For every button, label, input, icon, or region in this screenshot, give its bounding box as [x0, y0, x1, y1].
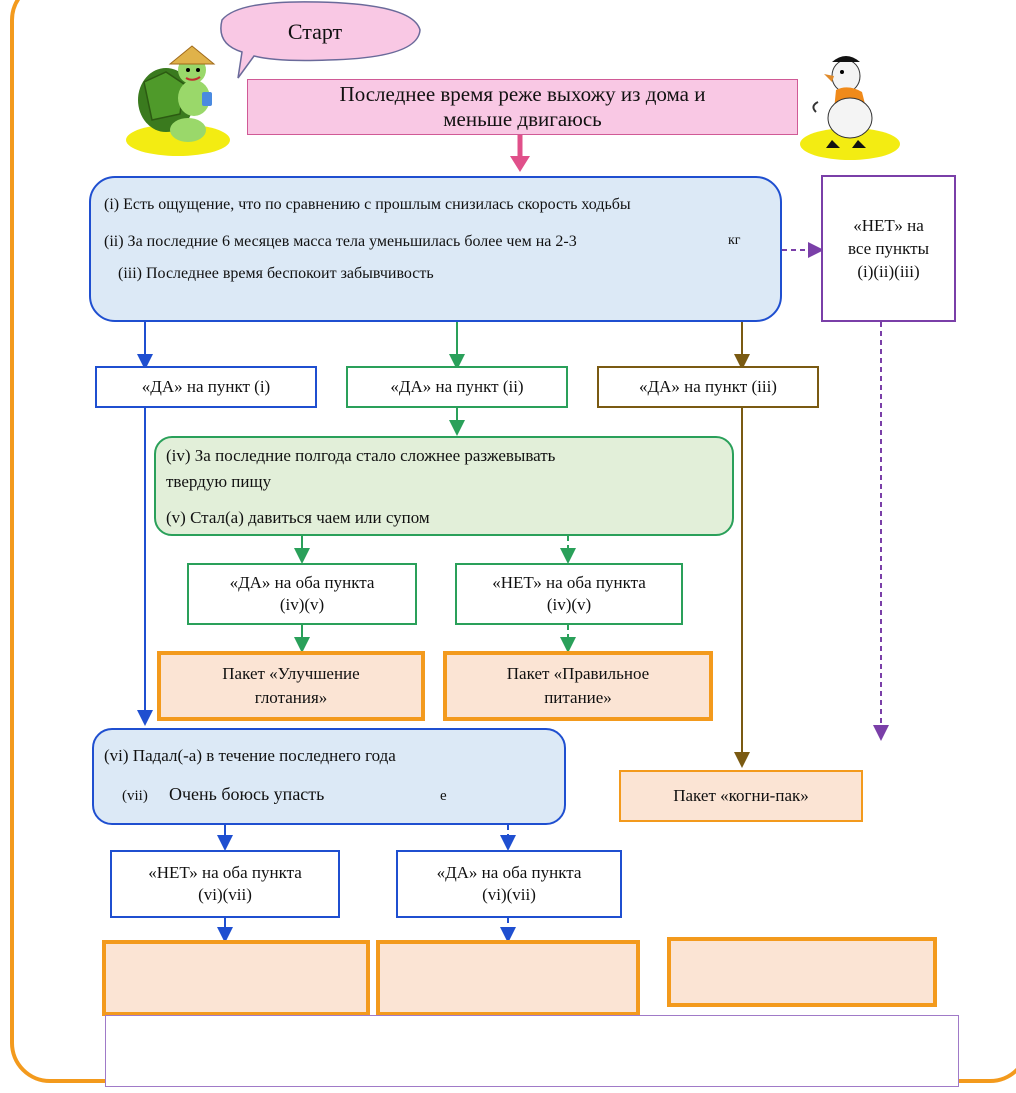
no-all-box: «НЕТ» на все пункты (i)(ii)(iii)	[821, 175, 956, 322]
question-v: (v) Стал(а) давиться чаем или супом	[166, 508, 430, 527]
arrowhead-start	[510, 156, 530, 172]
question-group-1	[89, 176, 782, 322]
package-nutrition-line-1: Пакет «Правильное	[506, 664, 650, 683]
top-statement-box: Последнее время реже выхожу из дома и ме…	[247, 79, 798, 135]
package-swallow-line-1: Пакет «Улучшение	[222, 664, 360, 683]
yes-both-67-box: «ДА» на оба пункта (vi)(vii)	[396, 850, 622, 918]
yes-both-45-line-2: (iv)(v)	[279, 595, 325, 614]
package-swallow-box: Пакет «Улучшение глотания»	[157, 651, 425, 721]
question-vii-suffix: е	[440, 788, 447, 804]
question-ii: (ii) За последние 6 месяцев масса тела у…	[104, 233, 577, 250]
yes-both-45-box: «ДА» на оба пункта (iv)(v)	[187, 563, 417, 625]
question-iv-line-1: (iv) За последние полгода стало сложнее …	[166, 446, 556, 465]
question-iii: (iii) Последнее время беспокоит забывчив…	[118, 265, 434, 282]
yes-ii-box: «ДА» на пункт (ii)	[346, 366, 568, 408]
yes-both-67-line-1: «ДА» на оба пункта	[436, 863, 582, 882]
question-vii: Очень боюсь упасть	[169, 784, 325, 804]
question-vi: (vi) Падал(-а) в течение последнего года	[104, 746, 396, 765]
top-statement-line-2: меньше двигаюсь	[443, 107, 602, 131]
result-box-3	[667, 937, 937, 1007]
result-box-2	[376, 940, 640, 1016]
no-both-45-box: «НЕТ» на оба пункта (iv)(v)	[455, 563, 683, 625]
yes-iii-box: «ДА» на пункт (iii)	[597, 366, 819, 408]
question-ii-unit: кг	[728, 233, 741, 248]
start-bubble-shape	[220, 1, 421, 79]
result-box-1	[102, 940, 370, 1016]
yes-both-45-line-1: «ДА» на оба пункта	[229, 573, 375, 592]
no-both-67-line-1: «НЕТ» на оба пункта	[148, 863, 302, 882]
package-nutrition-line-2: питание»	[544, 688, 612, 707]
no-both-67-line-2: (vi)(vii)	[198, 885, 252, 904]
yes-both-67-line-2: (vi)(vii)	[482, 885, 536, 904]
start-bubble-label: Старт	[287, 19, 343, 44]
top-statement-line-1: Последнее время реже выхожу из дома и	[339, 82, 706, 106]
no-all-line-2: все пункты	[847, 239, 930, 258]
question-vii-prefix: (vii)	[122, 788, 148, 804]
duck-mascot-icon	[800, 56, 900, 160]
package-nutrition-box: Пакет «Правильное питание»	[443, 651, 713, 721]
question-group-2	[154, 436, 734, 536]
bottom-summary-box	[105, 1015, 959, 1087]
no-both-67-box: «НЕТ» на оба пункта (vi)(vii)	[110, 850, 340, 918]
no-all-line-3: (i)(ii)(iii)	[857, 262, 920, 281]
package-swallow-line-2: глотания»	[254, 688, 328, 707]
yes-i-box: «ДА» на пункт (i)	[95, 366, 317, 408]
no-all-line-1: «НЕТ» на	[853, 216, 924, 235]
no-both-45-line-2: (iv)(v)	[546, 595, 592, 614]
question-iv-line-2: твердую пищу	[166, 472, 272, 491]
no-both-45-line-1: «НЕТ» на оба пункта	[492, 573, 646, 592]
package-cogni-box: Пакет «когни-пак»	[619, 770, 863, 822]
question-group-3	[92, 728, 566, 825]
question-i: (i) Есть ощущение, что по сравнению с пр…	[104, 196, 631, 213]
turtle-mascot-icon	[126, 45, 230, 156]
